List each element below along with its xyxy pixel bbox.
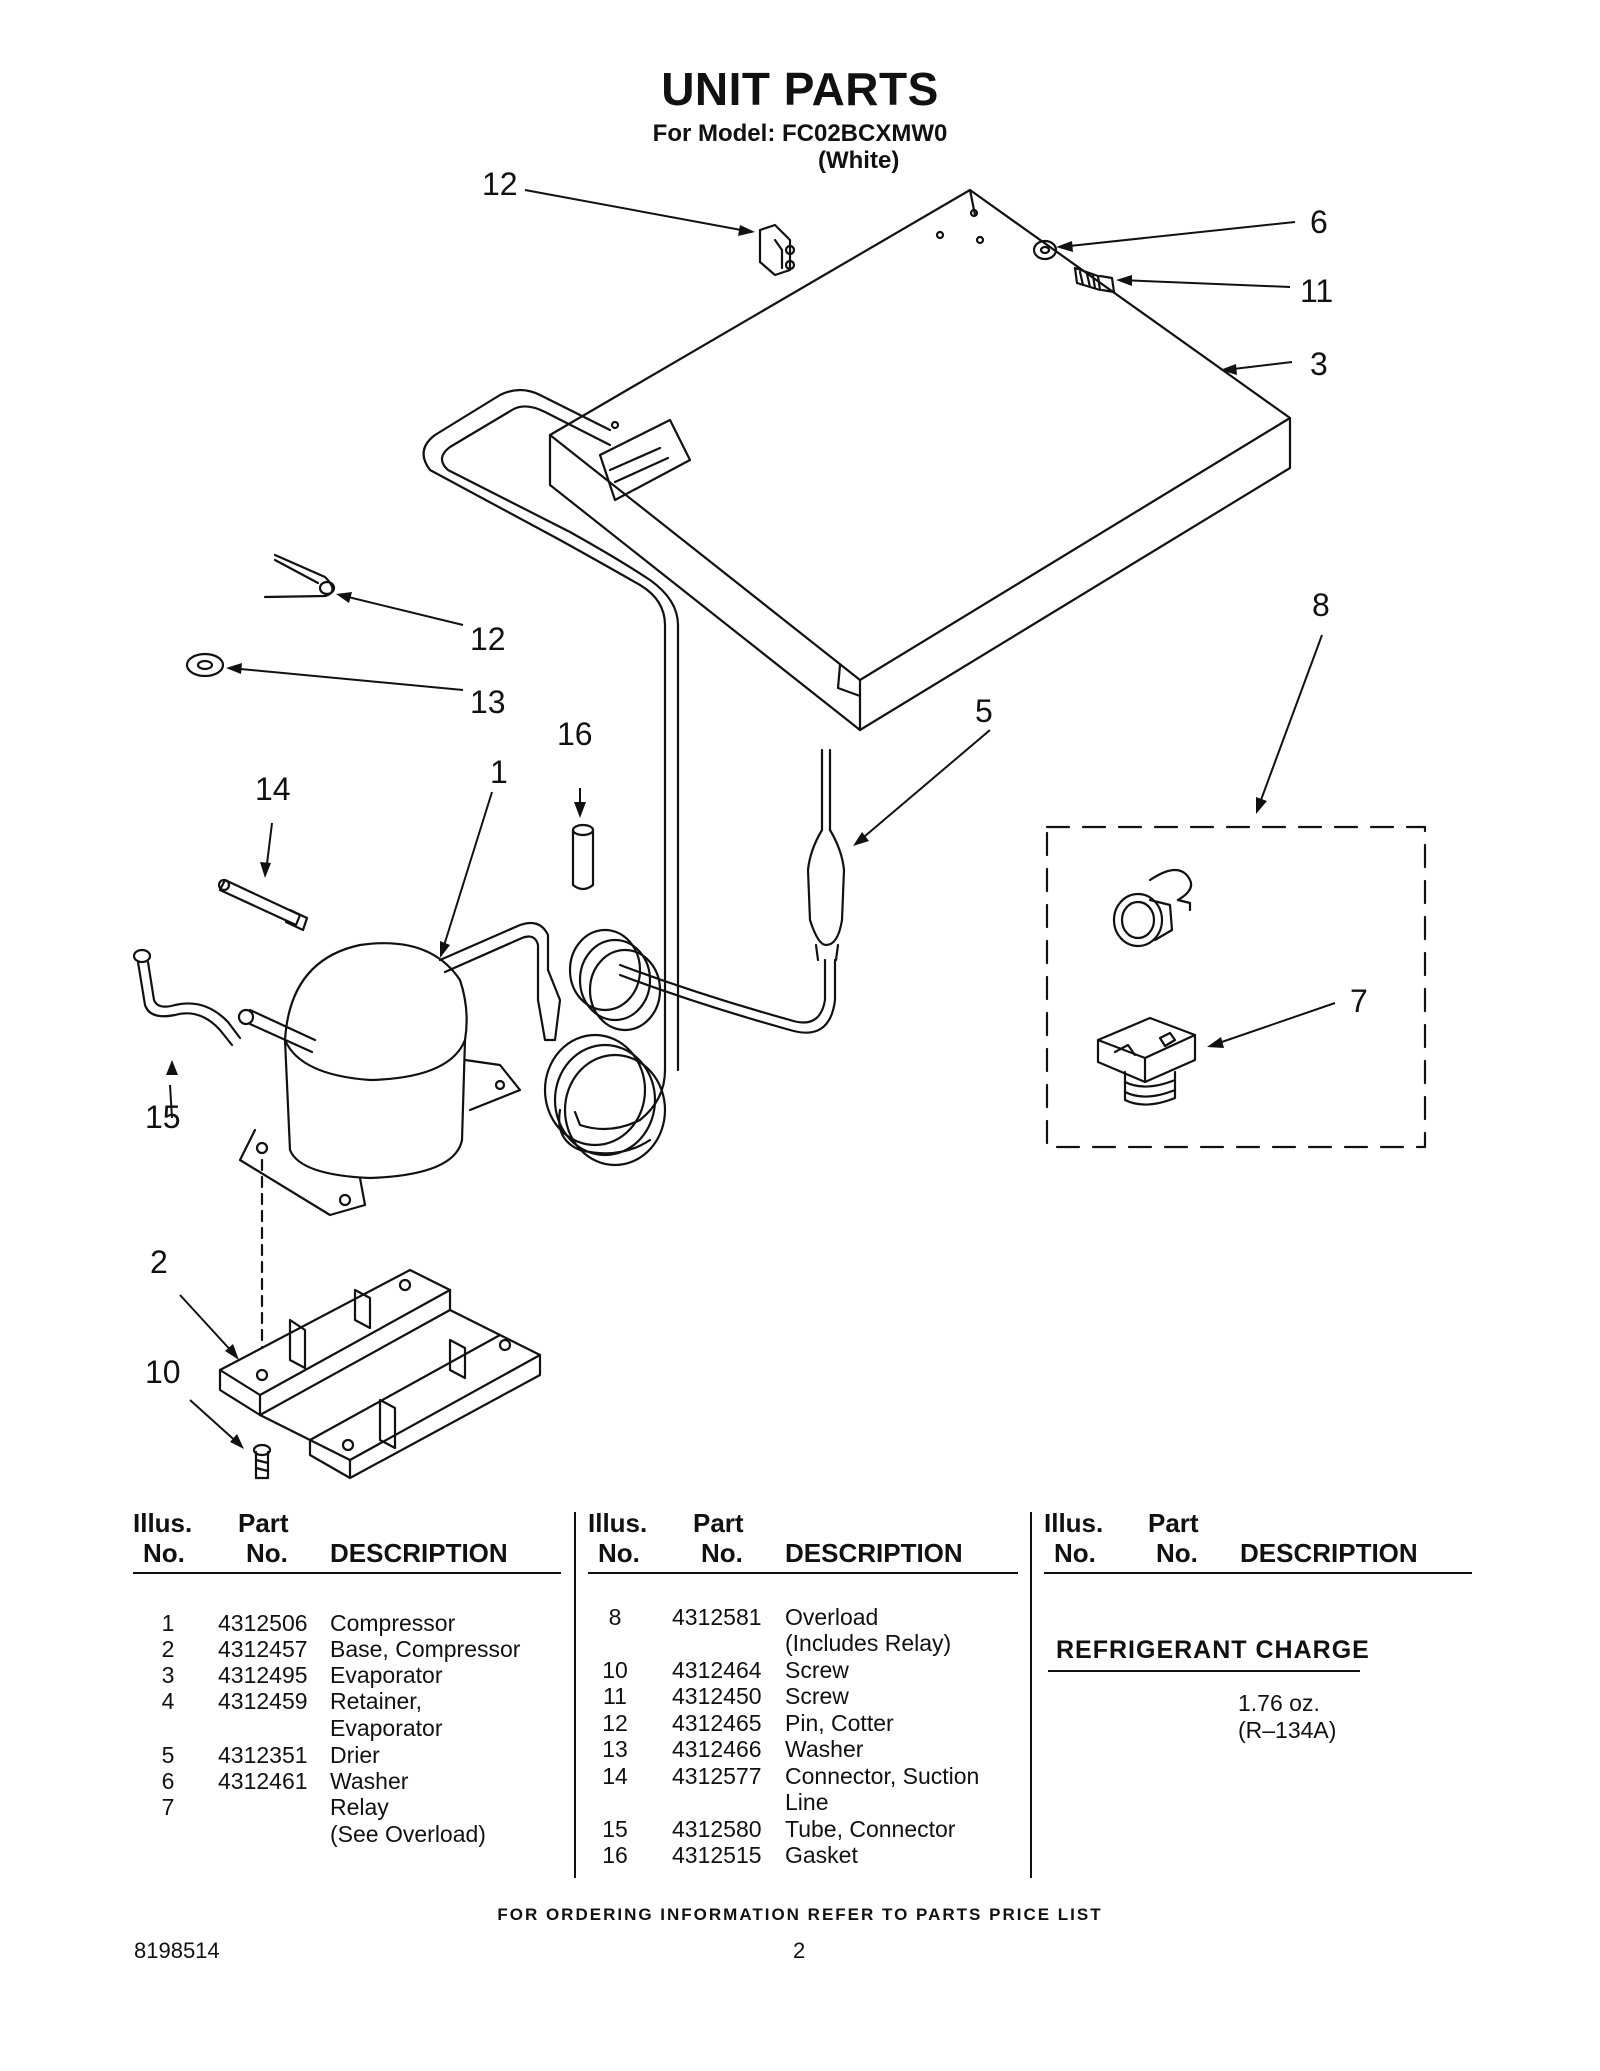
screw-10-drawing bbox=[252, 1443, 272, 1480]
column-divider-2 bbox=[1030, 1512, 1032, 1878]
relay-drawing bbox=[1096, 1016, 1197, 1106]
callout-13: 13 bbox=[470, 684, 506, 720]
callout-7: 7 bbox=[1350, 983, 1368, 1019]
compressor-base-drawing bbox=[218, 1268, 542, 1480]
evaporator-drawing bbox=[548, 188, 1292, 732]
page-title: UNIT PARTS bbox=[661, 63, 939, 115]
callout-5: 5 bbox=[975, 693, 993, 729]
callout-8: 8 bbox=[1312, 587, 1330, 623]
col2-description-header: DESCRIPTION bbox=[785, 1538, 963, 1568]
exploded-parts-diagram: 12 6 11 3 12 13 16 1 14 5 8 7 15 2 10 bbox=[132, 166, 1427, 1480]
cotter-pin-drawing bbox=[263, 553, 336, 599]
capillary-coil-drawing bbox=[543, 928, 837, 1167]
refrigerant-charge-heading: REFRIGERANT CHARGE bbox=[1056, 1636, 1370, 1664]
callout-14: 14 bbox=[255, 771, 291, 807]
washer-6-drawing bbox=[1032, 239, 1058, 261]
col1-description-header: DESCRIPTION bbox=[330, 1538, 508, 1568]
document-number: 8198514 bbox=[134, 1938, 220, 1963]
model-line: For Model: FC02BCXMW0 bbox=[652, 120, 948, 147]
callout-6: 6 bbox=[1310, 204, 1328, 240]
suction-connector-drawing bbox=[217, 878, 309, 932]
callout-16: 16 bbox=[557, 716, 593, 752]
col3-illus-header: Illus.No. bbox=[1044, 1508, 1104, 1568]
color-line: (White) bbox=[818, 147, 900, 174]
retainer-drawing bbox=[758, 223, 796, 277]
page-number: 2 bbox=[793, 1938, 806, 1963]
callout-4: 12 bbox=[482, 166, 518, 202]
overload-relay-box bbox=[1045, 825, 1427, 1149]
callout-2: 2 bbox=[150, 1244, 168, 1280]
col1-header-rule bbox=[133, 1572, 561, 1574]
drier-drawing bbox=[806, 748, 846, 962]
compressor-drawing bbox=[237, 921, 562, 1217]
suction-tube-drawing bbox=[422, 388, 680, 1131]
col1-illus-header: Illus.No. bbox=[133, 1508, 193, 1568]
callout-10: 10 bbox=[145, 1354, 181, 1390]
connector-tube-drawing bbox=[132, 948, 242, 1047]
col3-description-header: DESCRIPTION bbox=[1240, 1538, 1418, 1568]
callout-15: 15 bbox=[145, 1099, 181, 1135]
col2-illus-header: Illus.No. bbox=[588, 1508, 648, 1568]
callout-1: 1 bbox=[490, 754, 508, 790]
gasket-drawing bbox=[571, 823, 595, 891]
column-divider-1 bbox=[574, 1512, 576, 1878]
callout-11: 11 bbox=[1300, 273, 1333, 309]
refrigerant-rule bbox=[1048, 1670, 1360, 1672]
col2-header-rule bbox=[588, 1572, 1018, 1574]
ordering-note: FOR ORDERING INFORMATION REFER TO PARTS … bbox=[497, 1905, 1103, 1924]
overload-drawing bbox=[1112, 868, 1193, 948]
refrigerant-type: (R–134A) bbox=[1238, 1717, 1337, 1743]
callout-3: 3 bbox=[1310, 346, 1328, 382]
screw-11-drawing bbox=[1073, 266, 1116, 294]
callout-12: 12 bbox=[470, 621, 506, 657]
washer-13-drawing bbox=[185, 652, 225, 678]
refrigerant-amount: 1.76 oz. bbox=[1238, 1690, 1320, 1716]
col3-header-rule bbox=[1044, 1572, 1472, 1574]
